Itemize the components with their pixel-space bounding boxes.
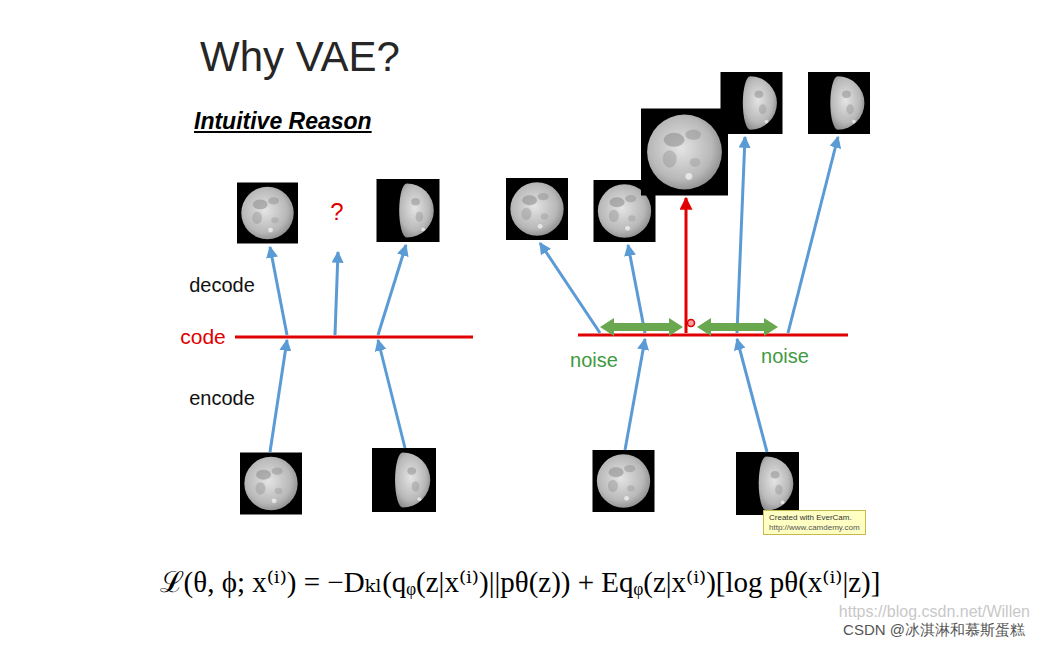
pointer-dot (688, 320, 695, 327)
code-label: code (180, 325, 226, 349)
noise-label: noise (570, 349, 618, 372)
moon-image (506, 178, 568, 240)
decode-arrow (335, 252, 338, 335)
noise-arrow (697, 318, 778, 336)
elbo-equation: ℒ(θ, ϕ; x⁽ⁱ⁾) = −Dₖₗ(qᵩ(z|x⁽ⁱ⁾)||pθ(z)) … (160, 566, 881, 599)
moon-image (736, 452, 799, 515)
encode-arrow (625, 339, 645, 450)
encode-arrow (270, 340, 287, 452)
decode-arrow (737, 137, 745, 333)
moon-image (240, 453, 302, 515)
moon-image (593, 450, 655, 512)
noise-arrow (600, 318, 683, 336)
decode-arrow (540, 243, 600, 333)
moon-image (808, 72, 870, 134)
question-mark: ? (330, 198, 343, 226)
noise-label: noise (761, 345, 809, 368)
code-line (235, 336, 473, 339)
decode-arrow (788, 137, 838, 333)
encode-arrow (378, 340, 405, 448)
step-label: decode (189, 274, 255, 297)
slide-title: Why VAE? (200, 33, 400, 81)
watermark-box: Created with EverCam.http://www.camdemy.… (763, 510, 866, 535)
decode-arrow (378, 245, 406, 335)
step-label: encode (189, 387, 255, 410)
subtitle: Intuitive Reason (194, 108, 372, 134)
watermark: CSDN @冰淇淋和慕斯蛋糕 (843, 621, 1025, 638)
watermark: https://blog.csdn.net/Willen (839, 603, 1030, 621)
code-line (578, 334, 848, 337)
decode-arrow (270, 247, 287, 335)
decode-arrow (685, 198, 688, 333)
moon-image (721, 72, 783, 134)
moon-image (377, 179, 440, 242)
moon-image (372, 448, 436, 512)
watermark-text: Created with EverCam. (769, 513, 860, 523)
decode-arrow (628, 245, 645, 333)
moon-image (641, 109, 728, 196)
watermark-text: http://www.camdemy.com (769, 523, 860, 533)
moon-image (237, 183, 298, 244)
